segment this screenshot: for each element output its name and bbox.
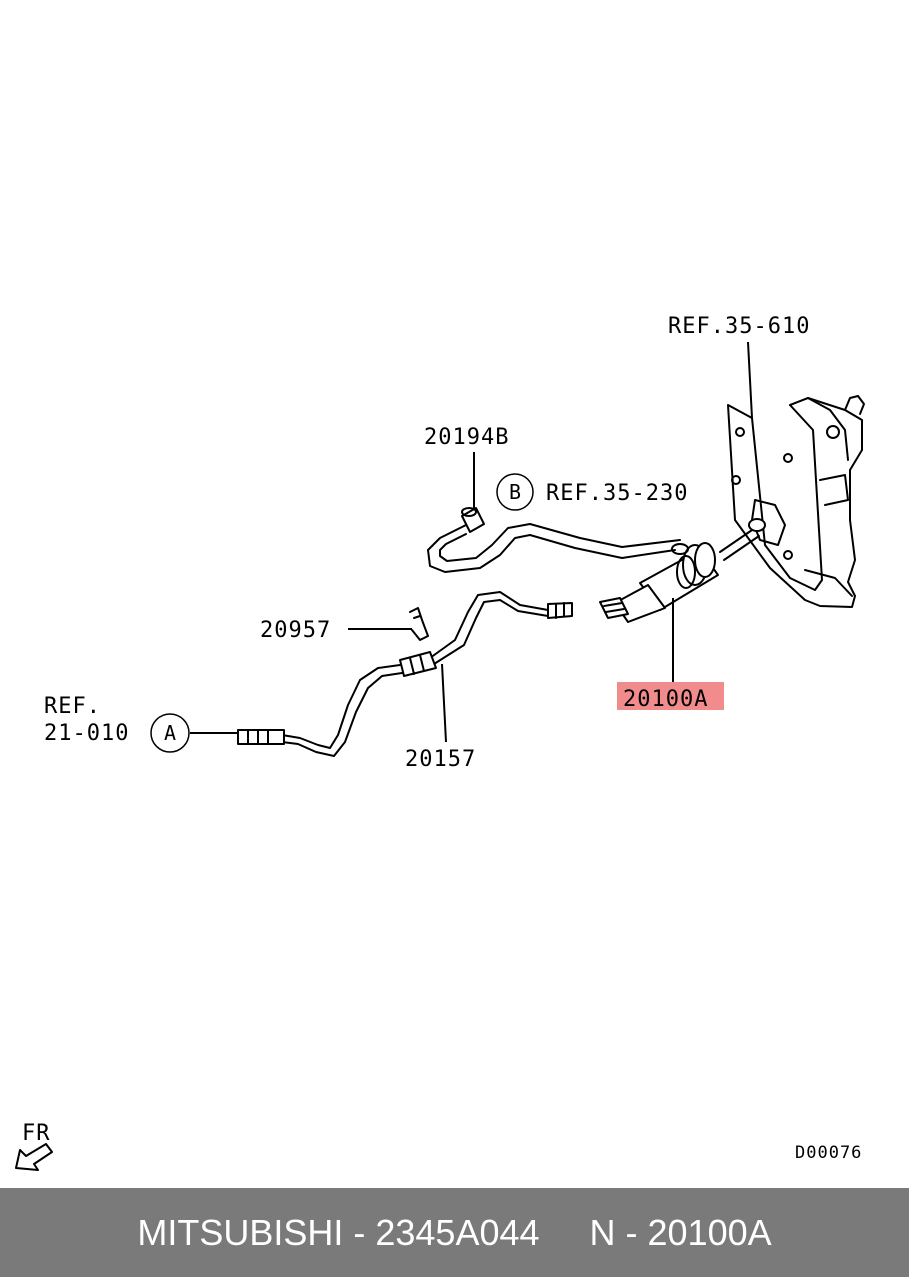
callout-a-letter: A [164, 721, 176, 745]
label-20957: 20957 [260, 618, 331, 643]
label-ref-35-610: REF.35-610 [668, 314, 810, 339]
footer-bar: MITSUBISHI - 2345A044 N - 20100A [0, 1188, 909, 1277]
clutch-pipe [237, 591, 573, 757]
callout-a: A [150, 713, 190, 753]
label-ref-21-010-line2: 21-010 [44, 721, 129, 746]
label-20194b: 20194B [424, 425, 509, 450]
label-ref-35-230: REF.35-230 [546, 481, 688, 506]
pipe-clip [409, 607, 429, 641]
callout-b: B [496, 473, 534, 511]
parts-diagram: REF.35-610 20194B B REF.35-230 20957 REF… [15, 314, 865, 1171]
diagram-code: D00076 [795, 1143, 862, 1163]
reservoir-hose [427, 507, 681, 573]
highlight-box [617, 682, 724, 710]
label-20157: 20157 [405, 747, 476, 772]
front-arrow-icon [15, 1143, 53, 1171]
label-20100a: 20100A [623, 687, 708, 712]
footer-text: MITSUBISHI - 2345A044 N - 20100A [137, 1211, 772, 1253]
fr-label: FR [22, 1121, 51, 1146]
clutch-master-cylinder [599, 542, 719, 623]
label-20100a-highlighted: 20100A [617, 682, 724, 712]
callout-b-letter: B [509, 480, 521, 504]
mounting-bracket [727, 395, 865, 608]
leader-lines [190, 341, 753, 743]
label-ref-21-010-line1: REF. [44, 694, 101, 719]
pushrod [719, 518, 766, 561]
front-direction-indicator: FR [15, 1121, 53, 1171]
